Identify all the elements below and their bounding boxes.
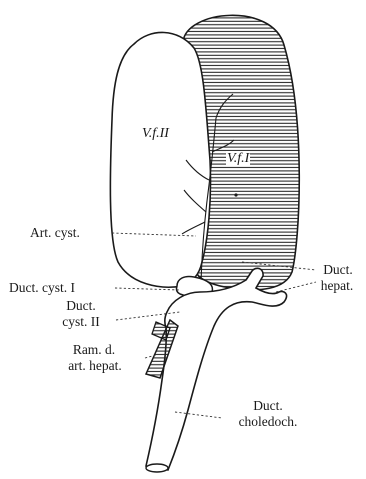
label-ram-line2: art. hepat.: [48, 358, 142, 373]
label-duct-choled-line1: Duct.: [218, 398, 318, 413]
duct-end-opening: [146, 464, 168, 472]
label-art-cyst: Art. cyst.: [30, 225, 80, 240]
left-lobe: [110, 32, 210, 287]
label-duct-hepat-line1: Duct.: [314, 262, 362, 277]
label-vf1: V.f.I: [226, 151, 250, 166]
label-ram-line1: Ram. d.: [54, 342, 134, 357]
label-duct-cyst-2-line1: Duct.: [46, 298, 116, 313]
label-vf2: V.f.II: [141, 126, 170, 141]
label-duct-cyst-2-line2: cyst. II: [46, 314, 116, 329]
bile-duct-tree: [146, 268, 287, 470]
small-dot: [234, 193, 237, 196]
label-duct-choled-line2: choledoch.: [214, 414, 322, 429]
label-duct-cyst-1: Duct. cyst. I: [9, 280, 75, 295]
label-duct-hepat-line2: hepat.: [310, 278, 364, 293]
